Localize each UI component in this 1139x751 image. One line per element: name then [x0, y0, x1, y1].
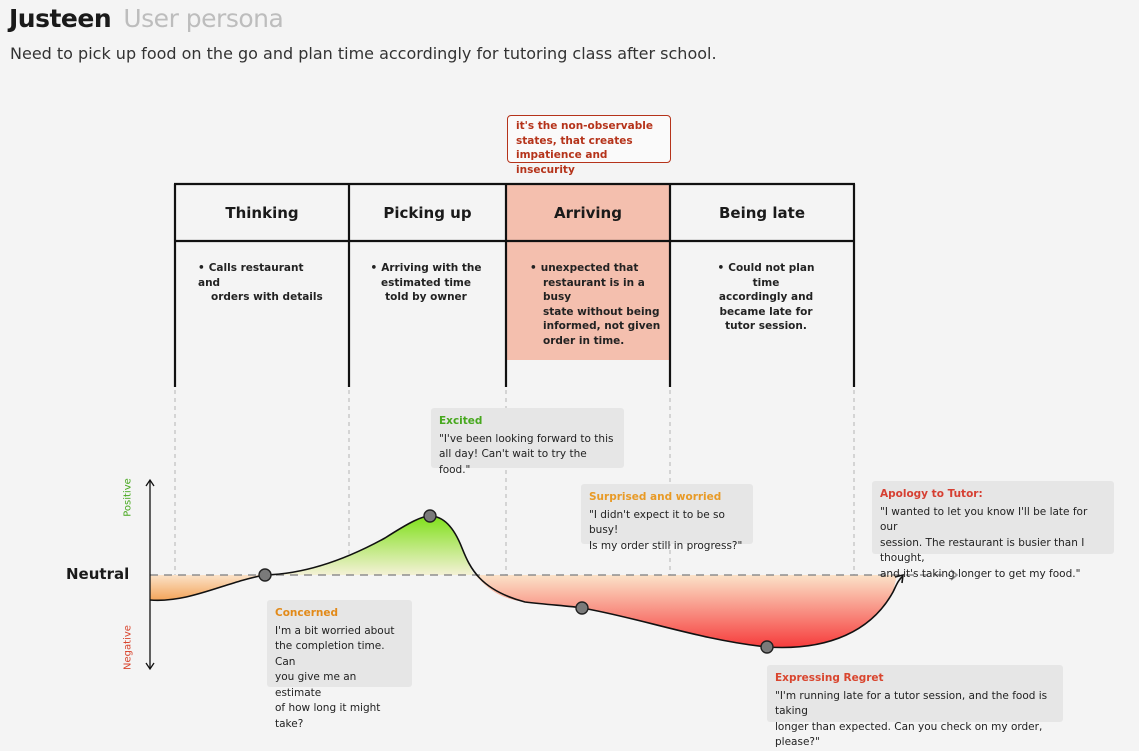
stage-desc-thinking: •Calls restaurant and orders with detail… — [198, 262, 323, 303]
card-apology: Apology to Tutor: "I wanted to let you k… — [872, 481, 1114, 580]
marker-concerned — [258, 568, 272, 582]
emotion-curve — [149, 515, 904, 649]
card-regret-head: Expressing Regret — [775, 672, 884, 684]
card-concerned: Concerned I'm a bit worried about the co… — [267, 600, 412, 730]
card-surprised-head: Surprised and worried — [589, 491, 722, 503]
stage-title-arriving: Arriving — [554, 203, 622, 222]
persona-tag: User persona — [123, 4, 284, 33]
negative-fill-left — [150, 575, 265, 601]
neutral-axis-arrow — [950, 569, 959, 581]
emotion-curve-arrow — [894, 573, 904, 584]
page-title: Justeen User persona — [9, 4, 284, 33]
persona-description: Need to pick up food on the go and plan … — [10, 44, 717, 63]
card-excited: Excited "I've been looking forward to th… — [431, 408, 624, 476]
positive-label: Positive — [122, 478, 134, 517]
positive-fill — [265, 516, 475, 575]
card-apology-head: Apology to Tutor: — [880, 488, 983, 500]
card-surprised: Surprised and worried "I didn't expect i… — [581, 484, 753, 552]
insight-callout: it's the non-observable states, that cre… — [507, 115, 671, 176]
stage-guides — [174, 390, 855, 575]
stage-frame — [173, 182, 856, 387]
journey-graph — [145, 182, 959, 671]
negative-fill-right — [475, 575, 897, 648]
persona-name: Justeen — [9, 4, 112, 33]
negative-label: Negative — [122, 625, 134, 670]
card-excited-head: Excited — [439, 415, 483, 427]
stage-title-being-late: Being late — [719, 203, 805, 222]
stage-title-thinking: Thinking — [225, 203, 299, 222]
card-regret: Expressing Regret "I'm running late for … — [767, 665, 1063, 748]
stage-desc-arriving: •unexpected that restaurant is in a busy… — [530, 262, 661, 347]
card-concerned-head: Concerned — [275, 607, 339, 619]
emotion-axis — [145, 478, 155, 671]
stage-title-picking-up: Picking up — [383, 203, 472, 222]
stage-desc-being-late: •Could not plan time accordingly and bec… — [717, 262, 815, 332]
marker-excited — [423, 509, 437, 523]
marker-surprised — [575, 601, 589, 615]
arriving-highlight — [507, 184, 670, 360]
neutral-label: Neutral — [66, 565, 130, 583]
marker-regret — [760, 640, 774, 654]
stage-desc-picking-up: •Arriving with the estimated time told b… — [370, 262, 482, 303]
